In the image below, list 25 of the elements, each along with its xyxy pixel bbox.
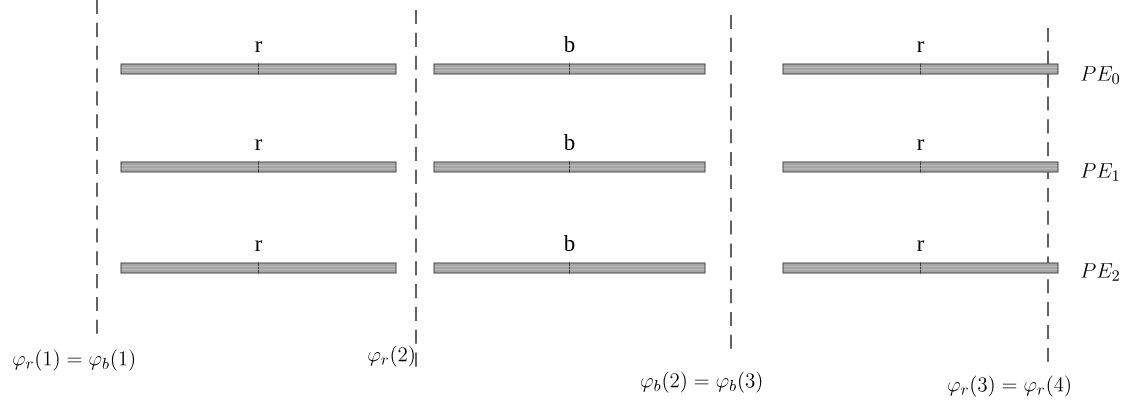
bar-label: b [563,35,575,52]
math-label: $PE_2$ [1081,263,1119,281]
bar-label: r [255,41,263,52]
bar [782,240,1059,274]
bar-label: r [917,41,925,52]
math-label: $\varphi_r(1) = \varphi_b(1)$ [13,349,135,371]
bar [433,35,706,75]
math-label: $\varphi_b(2) = \varphi_b(3)$ [641,371,762,393]
bar-label: r [917,139,925,150]
bar [782,139,1059,173]
bar [433,234,706,274]
bar [120,240,397,274]
bar-label: r [917,240,925,251]
math-label: $\varphi_r(3) = \varphi_r(4)$ [948,375,1070,397]
math-label: $PE_0$ [1081,66,1120,85]
bar [433,133,706,173]
bar-label: r [255,240,263,251]
bar [782,41,1059,75]
math-label: $\varphi_r(2)$ [368,345,414,367]
bar [120,139,397,173]
bar-label: r [255,139,263,150]
bar-label: b [563,234,575,251]
math-label: $PE_1$ [1081,163,1119,181]
bar [120,41,397,75]
bar-label: b [563,133,575,150]
